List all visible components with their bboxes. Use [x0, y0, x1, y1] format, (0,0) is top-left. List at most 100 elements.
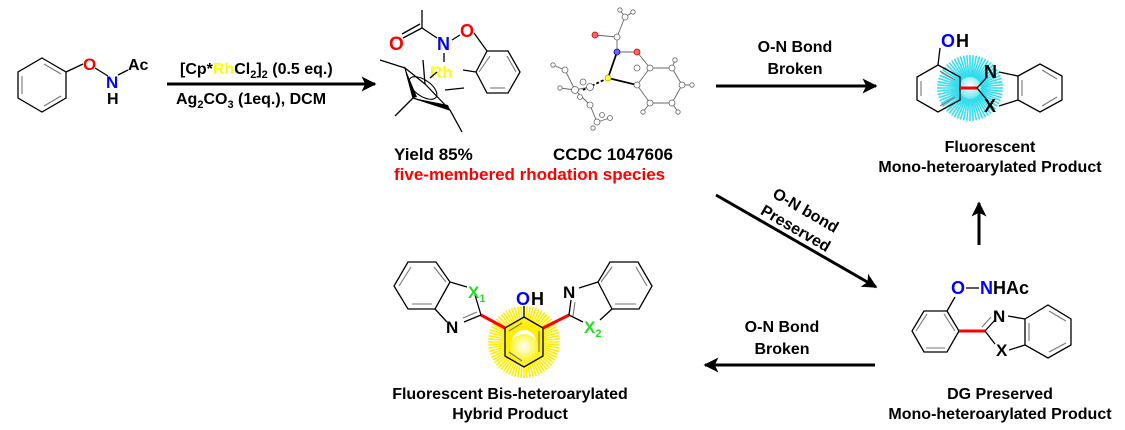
glow-ray	[937, 89, 961, 96]
glow-ray	[956, 96, 967, 119]
glow-ray	[529, 310, 543, 333]
glow-ray	[937, 83, 961, 88]
glow-ray	[527, 307, 538, 331]
glow-ray	[489, 345, 513, 356]
crystal-structure-ortep	[550, 7, 695, 131]
dg-preserved-product: O N HAc N X DG Preserved Mono-heteroaryl…	[888, 278, 1112, 423]
glow-ray	[528, 309, 540, 332]
glow-ray	[975, 95, 992, 115]
glow-ray	[535, 343, 560, 350]
glow-ray	[525, 306, 532, 331]
glow-ray	[965, 55, 970, 79]
glow-ray	[974, 95, 989, 116]
glow-ray	[978, 91, 1001, 102]
reaction-arrow-top: O-N Bond Broken	[716, 39, 878, 94]
bis-caption-line2: Hybrid Product	[452, 406, 568, 423]
glow-ray	[508, 309, 520, 332]
yield-label: Yield 85%	[394, 145, 473, 164]
glow-ray	[948, 95, 965, 115]
catalyst-label: [Cp*RhCl2]2 (0.5 eq.)	[180, 61, 333, 81]
glow-ray	[535, 334, 560, 341]
glow-ray	[513, 307, 522, 331]
arrow-top-line1: O-N Bond	[758, 39, 833, 56]
glow-ray	[971, 55, 978, 79]
glow-ray	[979, 80, 1003, 87]
glow-ray	[938, 90, 961, 99]
glow-ray	[488, 334, 513, 341]
bis-hydrogen-label: H	[531, 289, 544, 309]
glow-ray	[973, 96, 984, 119]
glow-ray	[533, 323, 556, 337]
reaction-arrow-1: [Cp*RhCl2]2 (0.5 eq.) Ag2CO3 (1eq.), DCM	[167, 61, 377, 111]
oxazole-nitrogen-label: N	[984, 62, 997, 82]
glow-ray	[502, 312, 518, 333]
glow-ray	[975, 61, 992, 81]
glow-ray	[951, 95, 966, 116]
glow-ray	[531, 315, 551, 335]
glow-ray	[510, 307, 521, 331]
arrow-diagonal	[715, 193, 878, 289]
reaction-arrow-diagonal: O-N bond Preserved	[715, 186, 878, 289]
rhodacycle-structure: O N O Rh	[379, 10, 521, 133]
glow-ray	[962, 55, 969, 79]
glow-ray	[979, 89, 1003, 96]
cyan-fluorescence-glow	[937, 55, 1003, 121]
rh-oxygen-label: O	[460, 21, 474, 41]
glow-ray	[489, 331, 513, 340]
bis-oxygen-label: O	[516, 289, 530, 309]
ccdc-label: CCDC 1047606	[553, 145, 673, 164]
arrow-bottom-line1: O-N Bond	[745, 319, 820, 336]
glow-ray	[940, 92, 962, 105]
glow-ray	[970, 97, 975, 121]
bis-caption-line1: Fluorescent Bis-heteroarylated	[392, 386, 628, 403]
glow-ray	[979, 77, 1002, 86]
carbonyl-oxygen-label: O	[389, 34, 404, 55]
glow-ray	[531, 313, 548, 334]
dg-ring-nitrogen-label: N	[993, 307, 1005, 326]
arrow-bottom-line2: Broken	[754, 341, 809, 358]
glow-ray	[526, 307, 535, 331]
glow-ray	[962, 97, 969, 121]
glow-ray	[977, 93, 997, 110]
glow-ray	[959, 97, 968, 120]
glow-ray	[492, 347, 515, 361]
arrow-top-line2: Broken	[767, 61, 822, 78]
bis-heteroarylated-product: O H X1 N N X2 Fluorescent Bis-heteroaryl…	[392, 261, 653, 423]
glow-ray	[974, 58, 987, 80]
glow-ray	[495, 318, 516, 335]
rhodation-species-caption: five-membered rhodation species	[394, 165, 665, 184]
glow-ray	[535, 338, 560, 342]
glow-ray	[532, 318, 553, 335]
phenol-hydrogen-label: H	[956, 31, 969, 51]
oxidant-solvent-label: Ag2CO3 (1eq.), DCM	[176, 91, 326, 111]
glow-ray	[970, 55, 975, 79]
glow-ray	[972, 56, 981, 79]
glow-ray	[516, 306, 523, 331]
rh-nitrogen-label: N	[437, 34, 450, 54]
mono-caption-line2: Mono-heteroarylated Product	[878, 159, 1102, 176]
x2-label: X2	[584, 318, 601, 340]
nitrogen-atom-label: N	[106, 73, 118, 92]
glow-ray	[979, 88, 1003, 93]
fluorescent-mono-product: O H N X Fluorescent Mono-heteroarylated …	[878, 31, 1102, 176]
glow-ray	[971, 97, 978, 121]
glow-ray	[973, 57, 984, 80]
glow-ray	[942, 69, 963, 84]
glow-ray	[977, 66, 997, 83]
glow-ray	[956, 57, 967, 80]
dg-hac-label: HAc	[993, 278, 1029, 298]
glow-ray	[953, 96, 966, 118]
mono-caption-line1: Fluorescent	[945, 139, 1036, 156]
x1-label: X1	[468, 283, 485, 305]
glow-ray	[488, 343, 513, 350]
glow-ray	[488, 338, 513, 342]
yellow-glow-center	[510, 334, 538, 362]
starting-material: O N H Ac	[17, 55, 149, 113]
glow-ray	[505, 310, 519, 333]
glow-ray	[974, 60, 989, 81]
glow-ray	[533, 347, 556, 361]
glow-ray	[976, 94, 994, 112]
glow-ray	[972, 97, 981, 120]
oxygen-atom-label: O	[83, 55, 96, 74]
